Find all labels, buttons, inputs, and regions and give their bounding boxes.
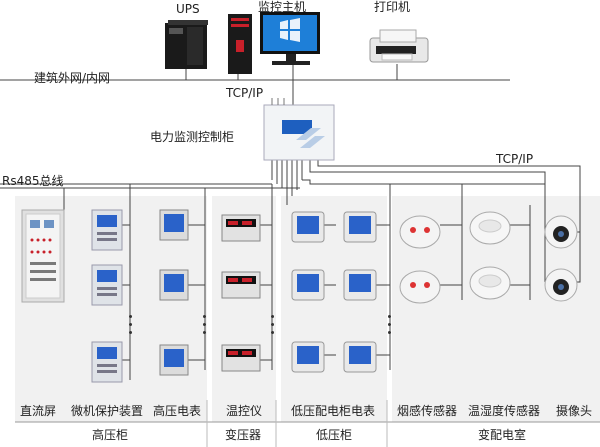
camera-caption: 摄像头	[556, 404, 593, 418]
camera-icon	[544, 215, 578, 249]
temp-ctrl-caption: 温控仪	[226, 404, 263, 418]
humidity-caption: 温湿度传感器	[468, 404, 541, 418]
lv-meter-icon	[343, 211, 377, 243]
hv-meter-caption: 高压电表	[153, 404, 202, 418]
cabinet-label: 电力监测控制柜	[150, 130, 235, 144]
humidity-sensor-icon	[469, 211, 511, 245]
control-cabinet-icon	[263, 98, 335, 161]
lv-meter-icon	[291, 269, 325, 301]
hv-meter-icon	[159, 269, 189, 301]
lv-cabinet-group-label: 低压柜	[316, 428, 353, 442]
camera-icon	[544, 268, 578, 302]
smoke-sensor-icon	[399, 215, 441, 249]
protection-device-icon	[91, 209, 123, 251]
substation-group-label: 变配电室	[478, 428, 527, 442]
ups-label: UPS	[176, 2, 200, 16]
tcpip-top-label: TCP/IP	[226, 86, 264, 100]
lv-meter-icon	[343, 269, 377, 301]
network-label: 建筑外网/内网	[34, 71, 111, 85]
lv-meter-icon	[291, 341, 325, 373]
more-devices-dots	[203, 315, 207, 339]
protection-device-icon	[91, 341, 123, 383]
printer-label: 打印机	[374, 0, 411, 14]
protection-caption: 微机保护装置	[71, 404, 144, 418]
lv-meter-icon	[291, 211, 325, 243]
dc-screen-caption: 直流屏	[20, 404, 57, 418]
hv-meter-icon	[159, 344, 189, 376]
printer-icon	[369, 29, 429, 63]
more-devices-dots	[129, 315, 133, 339]
rs485-label: Rs485总线	[2, 174, 64, 188]
hv-meter-icon	[159, 209, 189, 241]
dc-screen-icon	[21, 209, 65, 303]
more-devices-dots	[271, 315, 275, 339]
temp-controller-icon	[221, 214, 261, 242]
hv-cabinet-group-label: 高压柜	[92, 428, 129, 442]
ups-icon	[165, 20, 208, 69]
smoke-caption: 烟感传感器	[397, 404, 458, 418]
temp-controller-icon	[221, 271, 261, 299]
host-label: 监控主机	[258, 0, 307, 14]
tcpip-right-label: TCP/IP	[496, 152, 534, 166]
transformer-group-label: 变压器	[225, 428, 262, 442]
temp-controller-icon	[221, 344, 261, 372]
protection-device-icon	[91, 264, 123, 306]
lv-meter-caption: 低压配电柜电表	[291, 404, 376, 418]
host-computer-icon	[228, 12, 320, 74]
humidity-sensor-icon	[469, 266, 511, 300]
more-devices-dots	[388, 315, 392, 339]
smoke-sensor-icon	[399, 270, 441, 304]
lv-meter-icon	[343, 341, 377, 373]
